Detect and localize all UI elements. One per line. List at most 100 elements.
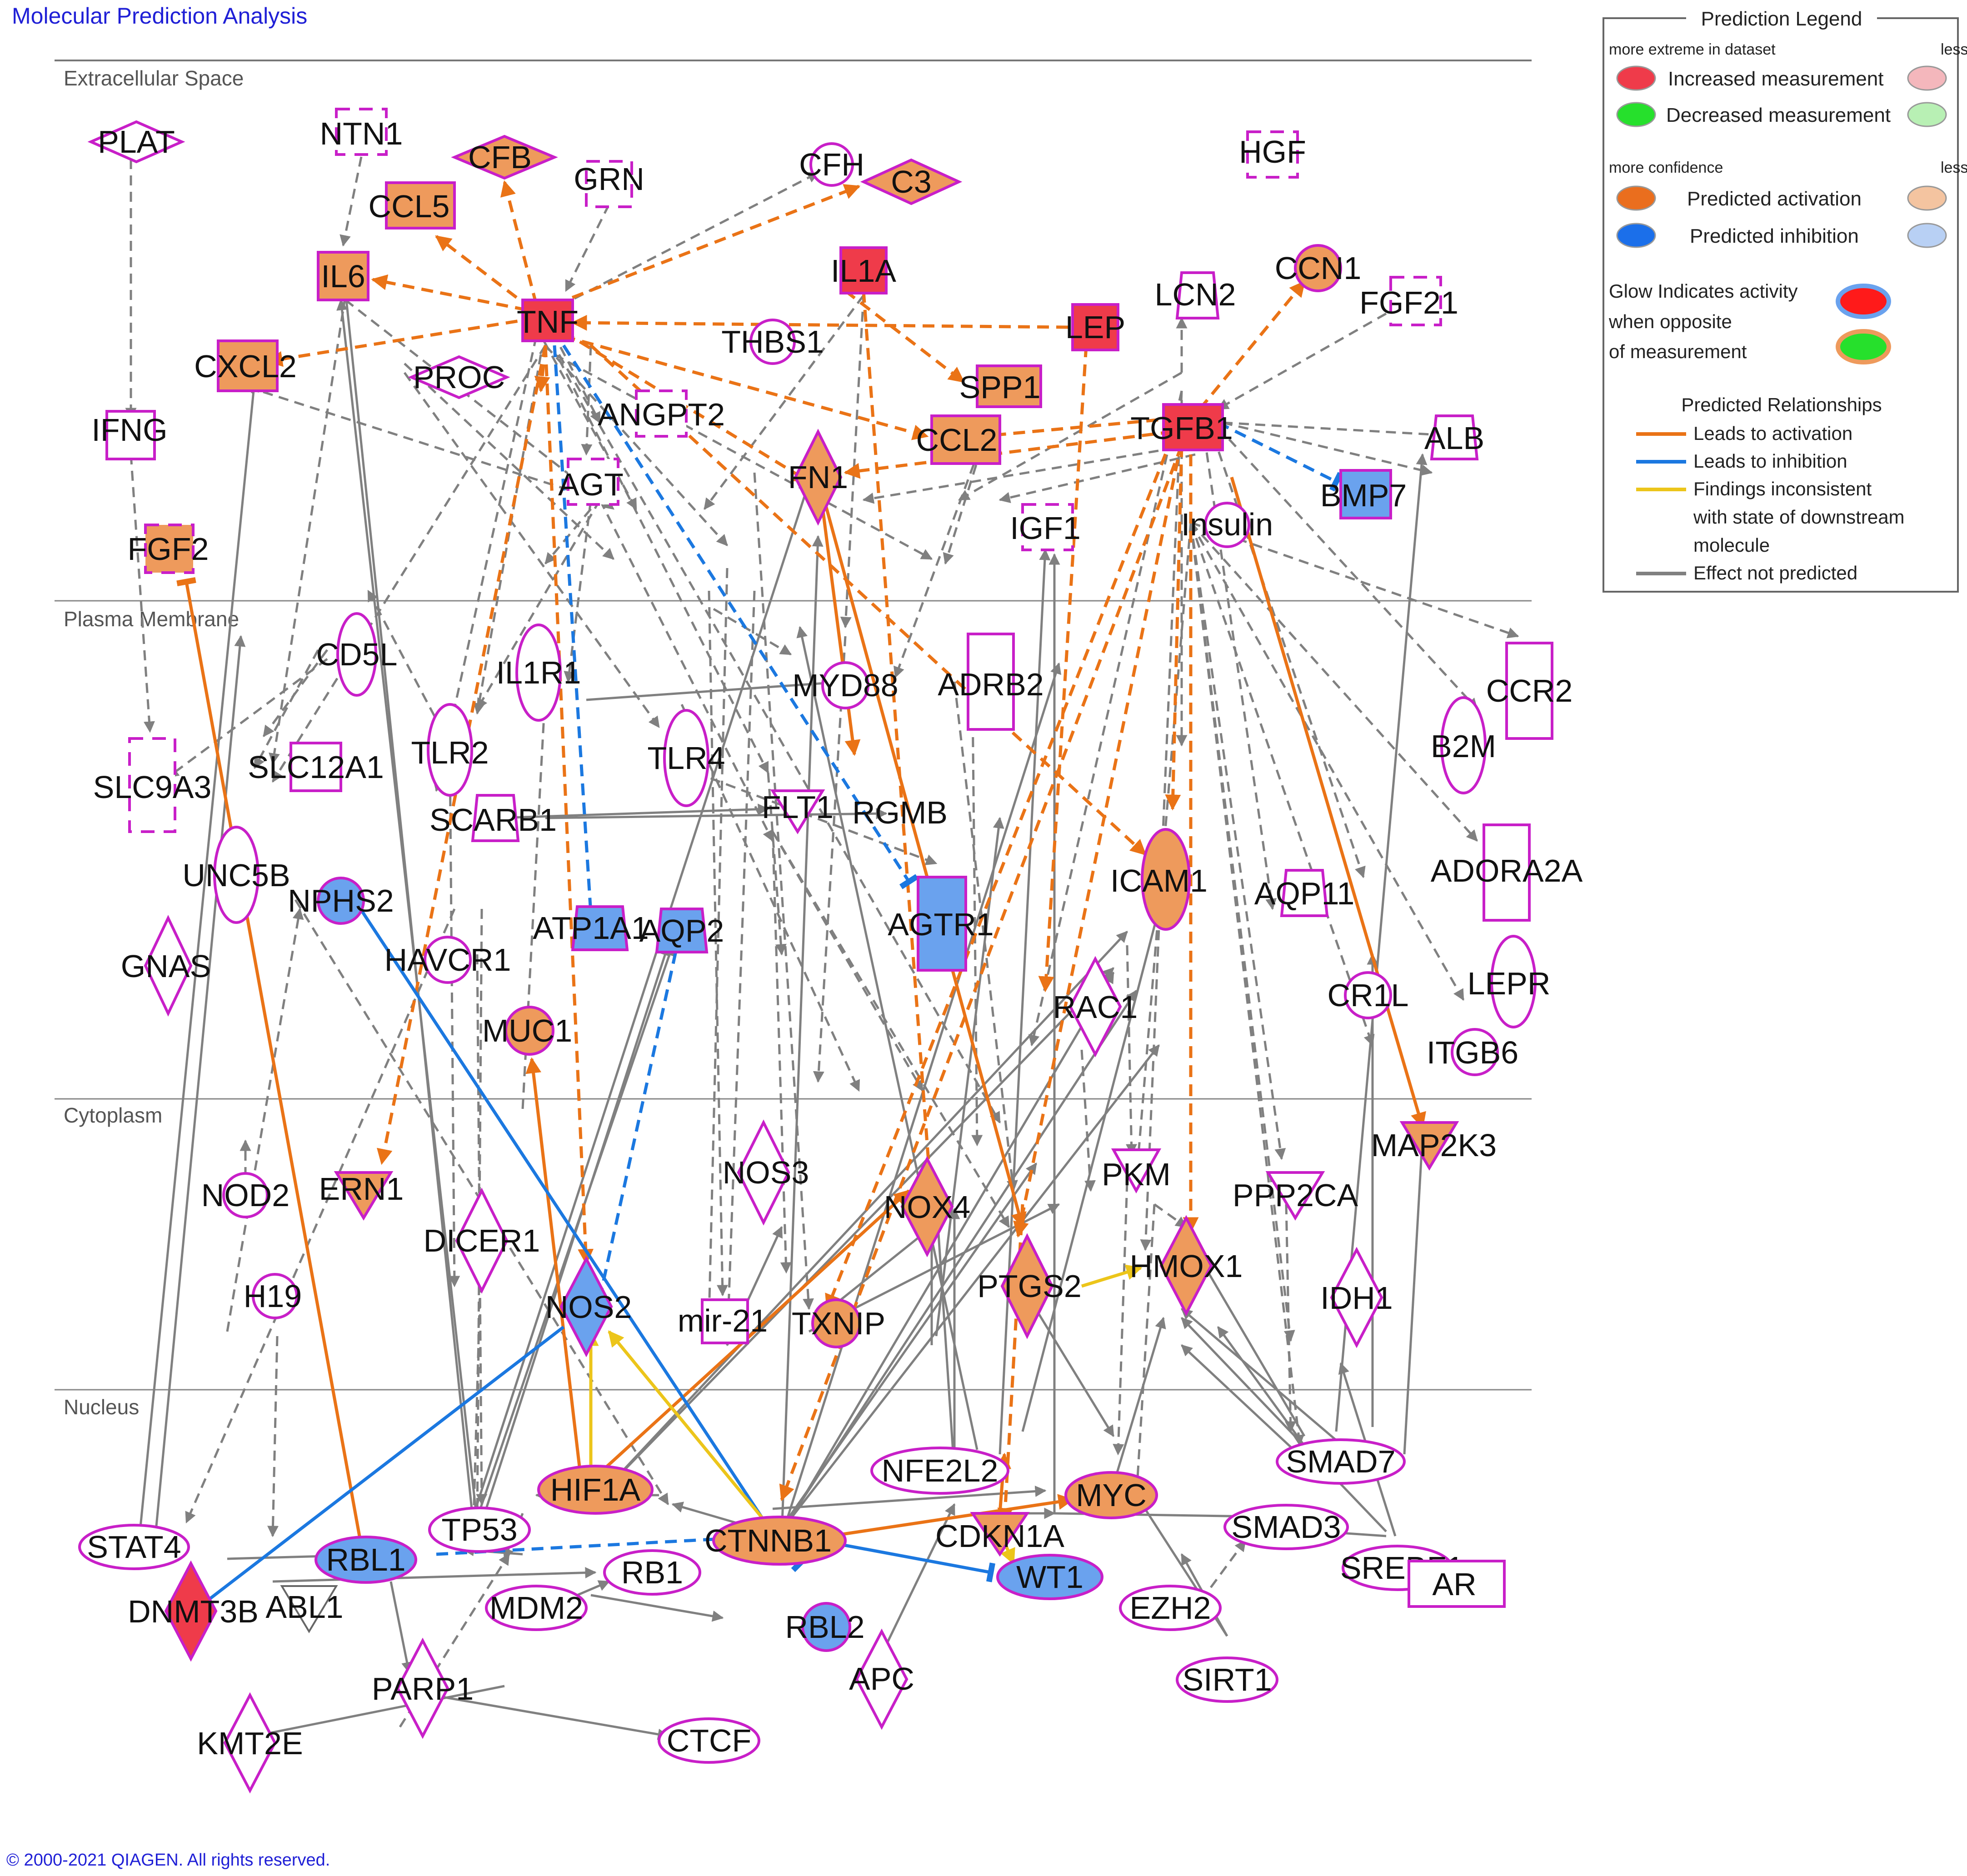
svg-text:LEPR: LEPR — [1468, 966, 1551, 1001]
node-AQP11[interactable]: AQP11 — [1254, 869, 1355, 917]
node-BMP7[interactable]: BMP7 — [1320, 469, 1407, 519]
node-CXCL2[interactable]: CXCL2 — [194, 339, 297, 392]
node-DICER1[interactable]: DICER1 — [424, 1187, 540, 1294]
node-CCR2[interactable]: CCR2 — [1486, 642, 1573, 740]
node-PLAT[interactable]: PLAT — [87, 120, 185, 164]
node-ADRB2[interactable]: ADRB2 — [938, 633, 1044, 731]
node-CD5L[interactable]: CD5L — [316, 612, 398, 697]
node-ABL1[interactable]: ABL1 — [265, 1585, 344, 1633]
node-H19[interactable]: H19 — [244, 1273, 302, 1319]
node-CCL2[interactable]: CCL2 — [916, 414, 1001, 465]
node-NOS3[interactable]: NOS3 — [723, 1119, 809, 1226]
node-UNC5B[interactable]: UNC5B — [182, 826, 290, 924]
node-CDKN1A[interactable]: CDKN1A — [935, 1512, 1064, 1557]
node-SPP1[interactable]: SPP1 — [959, 364, 1042, 408]
node-LEPR[interactable]: LEPR — [1468, 935, 1551, 1028]
node-C3[interactable]: C3 — [860, 158, 963, 205]
node-HIF1A[interactable]: HIF1A — [537, 1465, 654, 1515]
node-Insulin[interactable]: Insulin — [1181, 502, 1273, 548]
node-FGF21[interactable]: FGF21 — [1359, 276, 1458, 326]
node-TNF[interactable]: TNF — [517, 299, 579, 342]
node-ERN1[interactable]: ERN1 — [319, 1171, 404, 1221]
node-NOD2[interactable]: NOD2 — [201, 1172, 290, 1218]
node-ICAM1[interactable]: ICAM1 — [1110, 828, 1208, 931]
node-TGFB1[interactable]: TGFB1 — [1130, 403, 1233, 451]
node-IGF1[interactable]: IGF1 — [1010, 503, 1081, 551]
node-WT1[interactable]: WT1 — [996, 1554, 1103, 1600]
node-NPHS2[interactable]: NPHS2 — [288, 877, 394, 925]
node-TXNIP[interactable]: TXNIP — [792, 1298, 885, 1348]
node-IL6[interactable]: IL6 — [317, 251, 369, 301]
node-GNAS[interactable]: GNAS — [121, 915, 211, 1017]
node-CFB[interactable]: CFB — [451, 135, 558, 180]
svg-text:THBS1: THBS1 — [721, 324, 824, 359]
node-SLC9A3[interactable]: SLC9A3 — [93, 737, 212, 833]
node-APC[interactable]: APC — [849, 1628, 914, 1730]
node-mir-21[interactable]: mir-21 — [678, 1298, 768, 1344]
node-CTNNB1[interactable]: CTNNB1 — [704, 1516, 847, 1566]
node-B2M[interactable]: B2M — [1431, 696, 1496, 794]
node-TP53[interactable]: TP53 — [428, 1507, 531, 1553]
node-RB1[interactable]: RB1 — [603, 1549, 701, 1596]
node-RBL1[interactable]: RBL1 — [315, 1536, 417, 1584]
node-RBL2[interactable]: RBL2 — [785, 1602, 865, 1652]
node-SIRT1[interactable]: SIRT1 — [1176, 1656, 1278, 1703]
node-ADORA2A[interactable]: ADORA2A — [1431, 823, 1583, 922]
node-SMAD3[interactable]: SMAD3 — [1223, 1504, 1349, 1550]
node-STAT4[interactable]: STAT4 — [78, 1524, 190, 1570]
node-TLR4[interactable]: TLR4 — [647, 709, 725, 807]
node-KMT2E[interactable]: KMT2E — [197, 1692, 303, 1794]
node-IL1A[interactable]: IL1A — [831, 246, 896, 294]
node-RAC1[interactable]: RAC1 — [1053, 956, 1138, 1058]
node-PTGS2[interactable]: PTGS2 — [977, 1233, 1082, 1339]
node-NOS2[interactable]: NOS2 — [545, 1256, 632, 1357]
node-SCARB1[interactable]: SCARB1 — [429, 794, 557, 842]
node-FGF2[interactable]: FGF2 — [128, 524, 209, 574]
node-SLC12A1[interactable]: SLC12A1 — [248, 742, 384, 792]
node-EZH2[interactable]: EZH2 — [1119, 1585, 1222, 1631]
node-SMAD7[interactable]: SMAD7 — [1276, 1438, 1406, 1485]
node-MAP2K3[interactable]: MAP2K3 — [1371, 1121, 1497, 1171]
node-HMOX1[interactable]: HMOX1 — [1130, 1215, 1243, 1317]
node-PROC[interactable]: PROC — [408, 355, 510, 399]
node-NOX4[interactable]: NOX4 — [884, 1156, 971, 1257]
node-LEP[interactable]: LEP — [1065, 303, 1125, 351]
node-HGF[interactable]: HGF — [1239, 130, 1306, 179]
node-PPP2CA[interactable]: PPP2CA — [1233, 1171, 1358, 1221]
node-AQP2[interactable]: AQP2 — [639, 908, 724, 953]
node-MDM2[interactable]: MDM2 — [485, 1585, 588, 1631]
node-ATP1A1[interactable]: ATP1A1 — [533, 905, 649, 951]
node-CR1L[interactable]: CR1L — [1328, 971, 1409, 1019]
node-ITGB6[interactable]: ITGB6 — [1427, 1028, 1518, 1076]
node-DNMT3B[interactable]: DNMT3B — [128, 1560, 259, 1662]
node-ALB[interactable]: ALB — [1424, 414, 1484, 460]
node-THBS1[interactable]: THBS1 — [721, 319, 824, 365]
svg-text:Predicted Relationships: Predicted Relationships — [1681, 394, 1882, 415]
node-IL1R1[interactable]: IL1R1 — [496, 624, 581, 722]
node-LCN2[interactable]: LCN2 — [1155, 271, 1236, 319]
node-CCN1[interactable]: CCN1 — [1275, 244, 1362, 292]
node-NTN1[interactable]: NTN1 — [320, 108, 403, 156]
node-AGTR1[interactable]: AGTR1 — [888, 876, 994, 972]
node-FLT1[interactable]: FLT1 — [762, 789, 834, 834]
node-FN1[interactable]: FN1 — [788, 429, 848, 526]
node-CTCF[interactable]: CTCF — [658, 1717, 760, 1764]
node-ANGPT2[interactable]: ANGPT2 — [598, 389, 725, 438]
node-CFH[interactable]: CFH — [799, 142, 864, 187]
node-MUC1[interactable]: MUC1 — [482, 1006, 572, 1056]
node-NFE2L2[interactable]: NFE2L2 — [870, 1447, 1009, 1495]
node-IFNG[interactable]: IFNG — [91, 410, 168, 460]
node-GRN[interactable]: GRN — [574, 160, 644, 208]
node-PARP1[interactable]: PARP1 — [372, 1637, 474, 1739]
node-TLR2[interactable]: TLR2 — [411, 703, 489, 797]
node-AR[interactable]: AR — [1408, 1560, 1506, 1608]
node-IDH1[interactable]: IDH1 — [1320, 1247, 1393, 1348]
node-RGMB[interactable]: RGMB — [852, 795, 948, 830]
node-PKM[interactable]: PKM — [1102, 1148, 1171, 1194]
node-CCL5[interactable]: CCL5 — [369, 181, 456, 230]
node-MYC[interactable]: MYC — [1064, 1471, 1158, 1519]
node-HAVCR1[interactable]: HAVCR1 — [384, 936, 511, 984]
svg-text:SCARB1: SCARB1 — [429, 802, 557, 838]
node-MYD88[interactable]: MYD88 — [792, 661, 899, 709]
node-AGT[interactable]: AGT — [558, 458, 624, 506]
